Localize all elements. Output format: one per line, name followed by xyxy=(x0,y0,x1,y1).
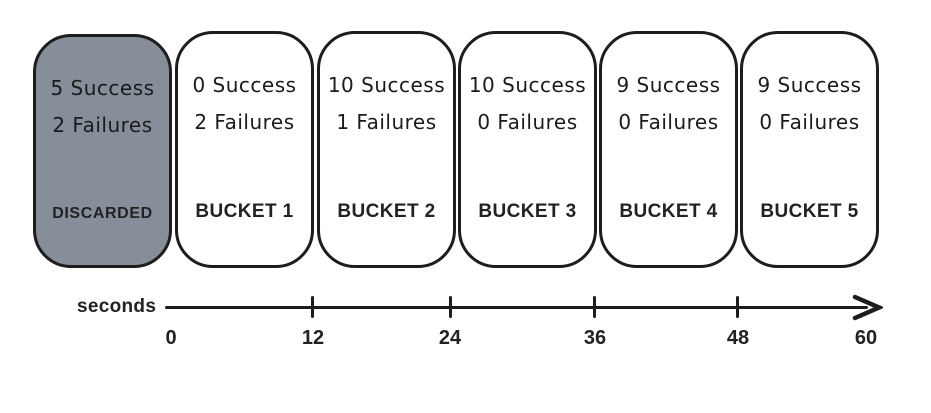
success-count: 9 Success xyxy=(616,73,721,97)
success-count: 9 Success xyxy=(757,73,862,97)
tick-label-0: 0 xyxy=(165,327,177,349)
bucket-4: 9 Success 0 Failures BUCKET 4 xyxy=(599,31,738,268)
success-count: 5 Success xyxy=(50,76,155,100)
bucket-label: BUCKET 3 xyxy=(478,201,577,222)
bucket-label: BUCKET 1 xyxy=(195,201,294,222)
axis-tick xyxy=(736,296,739,318)
arrowhead-icon xyxy=(852,294,883,321)
bucket-counts: 10 Success 1 Failures xyxy=(320,67,453,141)
axis-tick xyxy=(311,296,314,318)
bucket-2: 10 Success 1 Failures BUCKET 2 xyxy=(317,31,456,268)
failure-count: 2 Failures xyxy=(52,113,153,137)
bucket-counts: 9 Success 0 Failures xyxy=(602,67,735,141)
axis-tick xyxy=(449,296,452,318)
failure-count: 2 Failures xyxy=(194,110,295,134)
success-count: 10 Success xyxy=(468,73,587,97)
bucket-label: DISCARDED xyxy=(52,205,153,222)
failure-count: 1 Failures xyxy=(336,110,437,134)
axis-tick xyxy=(593,296,596,318)
bucket-1: 0 Success 2 Failures BUCKET 1 xyxy=(175,31,314,268)
tick-label-48: 48 xyxy=(726,327,750,349)
bucket-counts: 10 Success 0 Failures xyxy=(461,67,594,141)
axis-title: seconds xyxy=(77,296,157,317)
bucket-counts: 9 Success 0 Failures xyxy=(743,67,876,141)
success-count: 10 Success xyxy=(327,73,446,97)
timeline-axis xyxy=(165,306,868,309)
tick-label-12: 12 xyxy=(301,327,325,349)
tick-label-60: 60 xyxy=(854,327,878,349)
bucket-label: BUCKET 4 xyxy=(619,201,718,222)
bucket-counts: 0 Success 2 Failures xyxy=(178,67,311,141)
bucket-discarded: 5 Success 2 Failures DISCARDED xyxy=(33,34,172,268)
failure-count: 0 Failures xyxy=(477,110,578,134)
bucket-5: 9 Success 0 Failures BUCKET 5 xyxy=(740,31,879,268)
bucket-label: BUCKET 5 xyxy=(760,201,859,222)
failure-count: 0 Failures xyxy=(618,110,719,134)
bucket-label: BUCKET 2 xyxy=(337,201,436,222)
bucket-counts: 5 Success 2 Failures xyxy=(36,70,169,144)
failure-count: 0 Failures xyxy=(759,110,860,134)
bucket-3: 10 Success 0 Failures BUCKET 3 xyxy=(458,31,597,268)
success-count: 0 Success xyxy=(192,73,297,97)
tick-label-36: 36 xyxy=(583,327,607,349)
tick-label-24: 24 xyxy=(438,327,462,349)
